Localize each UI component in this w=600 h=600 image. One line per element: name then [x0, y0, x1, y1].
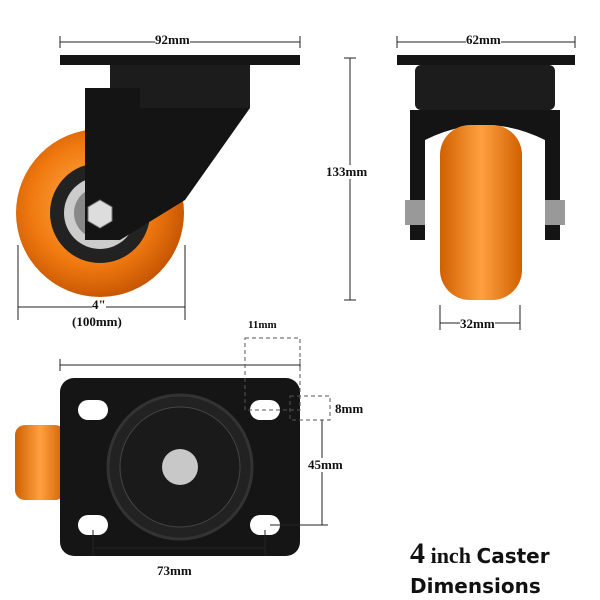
side-fork — [85, 88, 250, 240]
axle-bolt — [87, 199, 113, 229]
label-wheel-diameter-in: 4" — [92, 297, 106, 312]
label-slot-width: 11mm — [248, 318, 277, 332]
side-view — [16, 36, 301, 320]
title-unit: inch — [430, 543, 471, 568]
label-slot-height: 8mm — [335, 401, 364, 416]
side-top-plate — [60, 55, 300, 65]
title-word2: Dimensions — [410, 574, 541, 598]
front-view — [344, 36, 576, 330]
label-hole-spacing-vertical: 45mm — [308, 457, 343, 472]
front-fork — [410, 110, 560, 240]
label-hole-spacing-horizontal: 73mm — [157, 563, 192, 578]
diagram-title: 4 inch Caster Dimensions — [410, 537, 550, 600]
label-wheel-diameter-mm: (100mm) — [72, 314, 122, 329]
front-wheel — [440, 125, 522, 300]
label-wheel-width: 32mm — [460, 316, 495, 331]
label-plate-width: 92mm — [155, 32, 190, 47]
title-number: 4 — [410, 537, 425, 570]
label-height: 133mm — [326, 164, 368, 179]
plate-view — [15, 337, 331, 556]
hub — [162, 449, 198, 485]
label-front-plate-width: 62mm — [466, 32, 501, 47]
title-word1: Caster — [476, 544, 550, 568]
